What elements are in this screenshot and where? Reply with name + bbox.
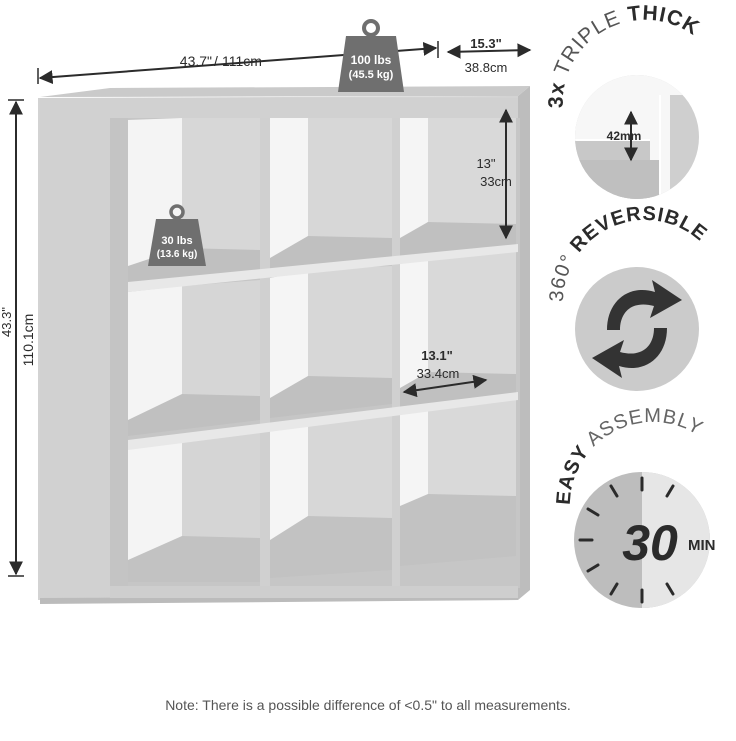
cube-row-bottom <box>128 398 516 582</box>
clock-ticks-icon <box>578 476 675 604</box>
assembly-unit: MIN <box>688 537 716 554</box>
weight-top-kg: (45.5 kg) <box>349 69 394 81</box>
width-separator: / <box>214 53 218 69</box>
weight-shelf-lbs: 30 lbs <box>161 235 192 247</box>
bookcase-top-depth <box>40 86 530 97</box>
reversible-bold: REVERSIBLE <box>566 203 711 257</box>
divider-vertical-2 <box>392 116 400 588</box>
reversible-light: 360° <box>546 251 580 303</box>
thick-light: TRIPLE <box>550 6 624 78</box>
measurement-note: Note: There is a possible difference of … <box>165 697 571 713</box>
shelf-1 <box>128 244 518 292</box>
feature-easy-assembly: EASY ASSEMBLY 30 MIN <box>553 405 716 608</box>
divider-vertical-1 <box>260 116 270 586</box>
assembly-bold: EASY <box>553 441 594 505</box>
shelf-2 <box>128 392 518 450</box>
cube-height-cm: 33cm <box>480 174 512 189</box>
dimension-depth: 15.3" 38.8cm <box>446 36 532 75</box>
depth-cm: 38.8cm <box>465 60 508 75</box>
cube-width-inches: 13.1" <box>421 348 452 363</box>
depth-inches: 15.3" <box>470 36 501 51</box>
cube-row-middle <box>128 252 516 436</box>
dimension-cube-height: 13" 33cm <box>476 108 513 240</box>
bookcase <box>38 86 530 604</box>
reversible-circle <box>575 267 699 391</box>
dimension-height: 43.3" 110.1cm <box>0 99 36 577</box>
assembly-light: ASSEMBLY <box>582 405 707 451</box>
assembly-time: 30 <box>622 515 678 571</box>
width-cm: 111cm <box>222 53 262 69</box>
dimension-cube-width: 13.1" 33.4cm <box>402 348 488 398</box>
height-cm: 110.1cm <box>20 314 36 367</box>
bookcase-right-side <box>518 86 530 600</box>
cube-width-cm: 33.4cm <box>417 366 460 381</box>
thick-prefix: 3x <box>545 80 570 108</box>
feature-triple-thick: 3x TRIPLE THICK 42mm <box>545 2 703 199</box>
cube-height-inches: 13" <box>476 156 495 171</box>
thick-bold: THICK <box>626 2 703 41</box>
thick-value: 42mm <box>607 129 642 143</box>
height-inches: 43.3" <box>0 307 14 337</box>
feature-reversible: 360° REVERSIBLE <box>546 203 711 391</box>
weight-badge-top: 100 lbs (45.5 kg) <box>338 19 404 92</box>
weight-shelf-kg: (13.6 kg) <box>157 249 198 260</box>
weight-badge-shelf: 30 lbs (13.6 kg) <box>148 204 206 266</box>
width-inches: 43.7" <box>180 53 212 69</box>
reverse-arrows-icon <box>592 280 682 378</box>
weight-top-lbs: 100 lbs <box>351 53 392 67</box>
